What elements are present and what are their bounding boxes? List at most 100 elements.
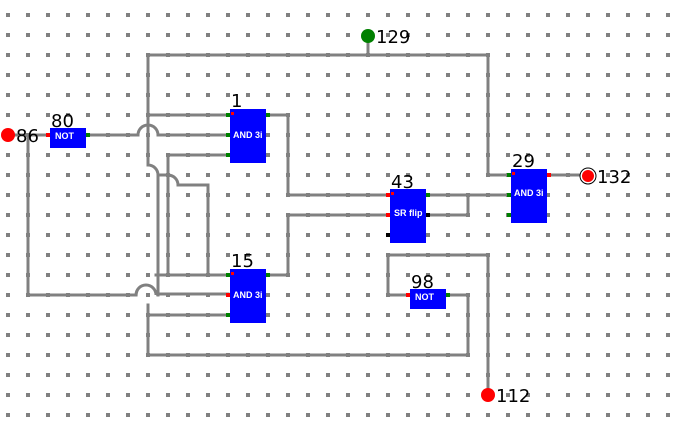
input-86[interactable]: 86 xyxy=(1,126,39,147)
grid-dot xyxy=(506,373,510,377)
grid-dot xyxy=(646,313,650,317)
grid-dot xyxy=(466,153,470,157)
grid-dot xyxy=(206,333,210,337)
grid-dot xyxy=(546,93,550,97)
pin[interactable] xyxy=(547,173,551,177)
grid-dot xyxy=(506,113,510,117)
grid-dot xyxy=(386,333,390,337)
pin[interactable] xyxy=(226,153,230,157)
grid-dot xyxy=(646,93,650,97)
grid-dot xyxy=(146,273,150,277)
grid-dot xyxy=(146,253,150,257)
pin[interactable] xyxy=(507,193,511,197)
not-gate-98[interactable]: 98 NOT xyxy=(406,272,450,309)
grid-dot xyxy=(566,253,570,257)
grid-dot xyxy=(666,73,670,77)
grid-dot xyxy=(626,153,630,157)
grid-dot xyxy=(526,253,530,257)
grid-dot xyxy=(266,73,270,77)
grid-dot xyxy=(646,73,650,77)
grid-dot xyxy=(66,213,70,217)
pin[interactable] xyxy=(46,133,50,137)
grid-dot xyxy=(486,13,490,17)
pin[interactable] xyxy=(266,273,270,277)
grid-dot xyxy=(286,313,290,317)
grid-dot xyxy=(106,93,110,97)
not-gate-80[interactable]: 80 NOT xyxy=(46,111,90,148)
pin[interactable] xyxy=(507,173,511,177)
grid-dot xyxy=(106,173,110,177)
grid-dot xyxy=(546,193,550,197)
and-gate-1[interactable]: 1 AND 3i xyxy=(226,91,270,163)
input-129[interactable]: 129 xyxy=(361,27,410,48)
pin[interactable] xyxy=(386,193,390,197)
grid-dot xyxy=(346,153,350,157)
pin[interactable] xyxy=(266,113,270,117)
grid-dot xyxy=(386,373,390,377)
grid-dot xyxy=(86,13,90,17)
pin[interactable] xyxy=(426,193,430,197)
grid-dot xyxy=(226,193,230,197)
grid-dot xyxy=(446,73,450,77)
grid-dot xyxy=(26,93,30,97)
grid-dot xyxy=(646,13,650,17)
grid-dot xyxy=(386,393,390,397)
grid-dot xyxy=(46,273,50,277)
grid-dot xyxy=(326,233,330,237)
grid-dot xyxy=(266,373,270,377)
grid-dot xyxy=(546,413,550,417)
grid-dot xyxy=(306,413,310,417)
pin[interactable] xyxy=(226,133,230,137)
grid-dot xyxy=(666,53,670,57)
wire-bottom-loop xyxy=(146,293,470,357)
pin[interactable] xyxy=(406,293,410,297)
grid-dot xyxy=(6,33,10,37)
grid-dot xyxy=(6,113,10,117)
grid-dot xyxy=(526,273,530,277)
pin[interactable] xyxy=(446,293,450,297)
grid-dot xyxy=(566,153,570,157)
grid-dot xyxy=(606,233,610,237)
pin[interactable] xyxy=(226,293,230,297)
grid-dot xyxy=(646,333,650,337)
and-gate-29-id: 29 xyxy=(512,151,535,172)
grid-dot xyxy=(146,173,150,177)
not-gate-98-label: NOT xyxy=(415,292,435,302)
grid-dot xyxy=(606,13,610,17)
grid-dot xyxy=(86,313,90,317)
pin[interactable] xyxy=(86,133,90,137)
pin[interactable] xyxy=(226,313,230,317)
pin[interactable] xyxy=(507,213,511,217)
grid-dot xyxy=(646,273,650,277)
pin[interactable] xyxy=(426,213,430,217)
grid-dot xyxy=(246,173,250,177)
grid-dot xyxy=(206,373,210,377)
grid-dot xyxy=(666,93,670,97)
pin[interactable] xyxy=(226,113,230,117)
grid-dot xyxy=(286,13,290,17)
sr-flip-flop-43[interactable]: 43 SR flip xyxy=(386,172,430,243)
pin[interactable] xyxy=(226,273,230,277)
pin[interactable] xyxy=(386,213,390,217)
grid-dot xyxy=(306,113,310,117)
grid-dot xyxy=(366,273,370,277)
grid-dot xyxy=(606,313,610,317)
grid-dot xyxy=(546,13,550,17)
and-gate-15[interactable]: 15 AND 3i xyxy=(226,251,270,323)
pin[interactable] xyxy=(386,233,390,237)
grid-dot xyxy=(266,393,270,397)
output-132[interactable]: 132 xyxy=(579,167,631,188)
input-112[interactable]: 112 xyxy=(481,386,530,407)
grid-dot xyxy=(66,93,70,97)
and-gate-29[interactable]: 29 AND 3i xyxy=(507,151,551,223)
grid-dot xyxy=(126,213,130,217)
grid-dot xyxy=(106,193,110,197)
grid-dot xyxy=(586,53,590,57)
grid-dot xyxy=(566,53,570,57)
wires xyxy=(6,35,588,397)
grid-dot xyxy=(426,73,430,77)
grid-dot xyxy=(346,273,350,277)
grid-dot xyxy=(6,253,10,257)
grid-dot xyxy=(306,333,310,337)
grid-dot xyxy=(246,393,250,397)
